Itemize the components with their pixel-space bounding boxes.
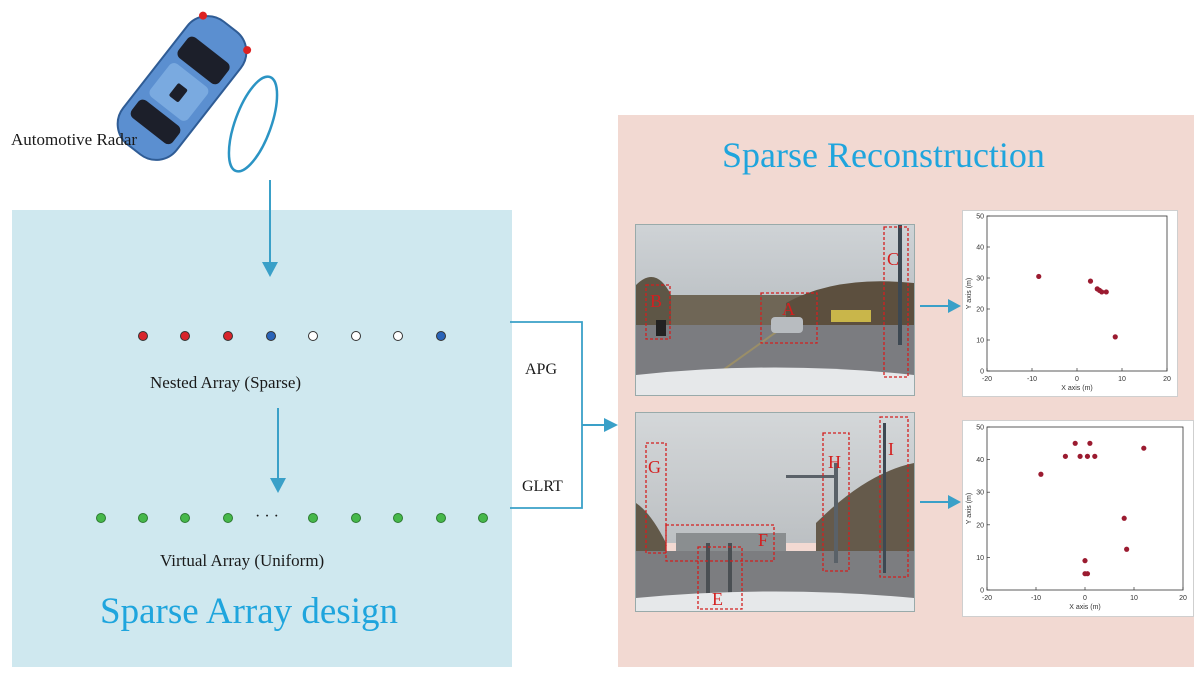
nested-to-virtual-arrow	[270, 408, 286, 493]
photo2-to-plot2-arrow	[920, 495, 961, 509]
sparse-reconstruction-title: Sparse Reconstruction	[722, 135, 1045, 175]
nested-array-label: Nested Array (Sparse)	[150, 373, 302, 392]
plot2-y-tick-label: 0	[980, 588, 984, 595]
plot1-target-point	[1112, 334, 1118, 340]
car-to-array-arrow	[262, 180, 278, 277]
plot2-target-point	[1087, 440, 1093, 446]
svg-text:A: A	[782, 299, 795, 319]
svg-text:C: C	[887, 249, 899, 269]
plot1-target-point	[1103, 289, 1109, 295]
plot2-y-tick-label: 20	[976, 522, 984, 529]
plot2-target-point	[1082, 558, 1088, 564]
nested-array-element	[351, 331, 361, 341]
nested-array-element	[180, 331, 190, 341]
plot2-y-tick-label: 50	[976, 425, 984, 432]
nested-array-element	[138, 331, 148, 341]
road-scene-photo-2: G F E H I	[635, 412, 915, 612]
plot1-y-tick-label: 50	[976, 214, 984, 221]
plot2-x-tick-label: 10	[1130, 595, 1138, 602]
svg-text:H: H	[828, 452, 841, 472]
plot1-target-point	[1036, 273, 1042, 280]
plot1-axes-frame	[986, 215, 1168, 372]
virtual-array-element	[308, 513, 318, 523]
plot2-y-axis-label: Y axis (m)	[966, 493, 973, 524]
photo1-to-plot1-arrow	[920, 299, 961, 313]
reconstruction-plot-2: -20 -10 0 10 20 0 10 20 30 40 50 X axis (m) Y axis (…	[962, 420, 1194, 617]
plot1-target-point	[1099, 289, 1105, 295]
virtual-array-label: Virtual Array (Uniform)	[160, 551, 325, 570]
plot1-y-tick-label: 20	[976, 307, 984, 314]
plot2-y-tick-label: 10	[976, 555, 984, 562]
plot2-target-point	[1072, 440, 1078, 446]
sparse-array-panel	[12, 210, 512, 667]
plot1-target-point	[1087, 278, 1094, 284]
reconstruction-plot-1: -20 -10 0 10 20 0 10 20 30 40 50 X axis (m) Y axis (…	[962, 210, 1178, 397]
plot1-x-tick-label: 20	[1163, 376, 1171, 383]
nested-array-element	[393, 331, 403, 341]
nested-array-element	[223, 331, 233, 341]
virtual-array-element	[138, 513, 148, 523]
svg-text:F: F	[758, 530, 768, 550]
apg-glrt-connector	[510, 321, 618, 509]
car-illustration	[90, 10, 290, 180]
plot1-y-tick-label: 40	[976, 245, 984, 252]
virtual-array-element	[180, 513, 190, 523]
glrt-label: GLRT	[522, 478, 563, 495]
svg-text:G: G	[648, 457, 661, 477]
plot2-target-point	[1084, 453, 1091, 459]
plot1-x-tick-label: -20	[982, 376, 992, 383]
nested-array-element	[308, 331, 318, 341]
radar-label: Automotive Radar	[11, 130, 138, 149]
plot2-target-point	[1121, 515, 1127, 521]
plot1-x-axis-label: X axis (m)	[1061, 385, 1093, 392]
plot2-target-point	[1084, 571, 1091, 577]
virtual-array-element	[436, 513, 446, 523]
virtual-array-element	[478, 513, 488, 523]
apg-label: APG	[525, 361, 558, 378]
plot2-target-point	[1124, 546, 1130, 552]
nested-array-element	[266, 331, 276, 341]
plot1-y-axis-label: Y axis (m)	[966, 278, 973, 309]
plot2-x-tick-label: -20	[982, 595, 992, 602]
plot2-x-tick-label: 0	[1083, 595, 1087, 602]
svg-text:I: I	[888, 439, 894, 459]
svg-text:E: E	[712, 589, 723, 609]
road-scene-photo-1: A B C	[635, 224, 915, 396]
plot1-x-tick-label: -10	[1027, 376, 1037, 383]
radar-beam-icon	[215, 72, 295, 182]
plot2-x-tick-label: -10	[1031, 595, 1041, 602]
virtual-array-ellipsis: · · ·	[255, 508, 279, 525]
plot2-target-point	[1092, 453, 1098, 459]
plot2-target-point	[1038, 471, 1044, 477]
virtual-array-element	[393, 513, 403, 523]
plot2-y-tick-label: 40	[976, 457, 984, 464]
plot1-y-tick-label: 10	[976, 338, 984, 345]
virtual-array-element	[223, 513, 233, 523]
sparse-array-title: Sparse Array design	[100, 591, 398, 632]
plot1-x-tick-label: 10	[1118, 376, 1126, 383]
plot2-target-point	[1141, 445, 1147, 451]
plot1-x-tick-label: 0	[1075, 376, 1079, 383]
plot2-target-point	[1062, 453, 1068, 459]
plot2-y-tick-label: 30	[976, 490, 984, 497]
plot2-x-axis-label: X axis (m)	[1069, 604, 1101, 611]
plot1-y-tick-label: 30	[976, 276, 984, 283]
svg-text:B: B	[650, 291, 662, 311]
nested-array-element	[436, 331, 446, 341]
plot2-target-point	[1077, 453, 1083, 459]
virtual-array-element	[351, 513, 361, 523]
plot1-y-tick-label: 0	[980, 369, 984, 376]
plot2-x-tick-label: 20	[1179, 595, 1187, 602]
plot2-axes-frame	[986, 426, 1184, 591]
virtual-array-element	[96, 513, 106, 523]
